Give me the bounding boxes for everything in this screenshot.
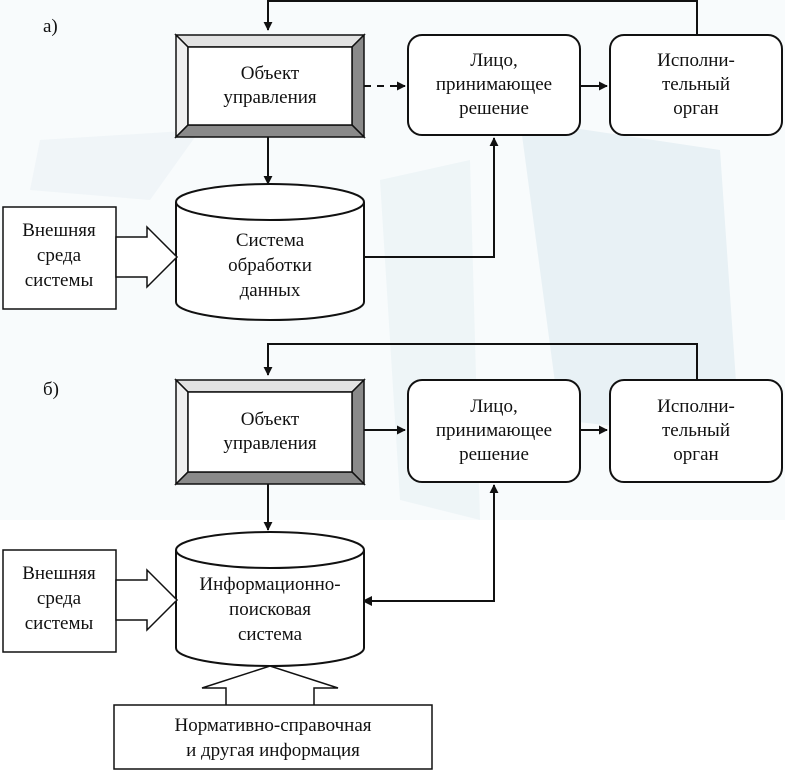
panel-a-decision-line2: принимающее [436,74,552,95]
panel-b-label: б) [43,379,59,400]
panel-a-executor-line3: орган [673,98,718,119]
panel-a-executor-line2: тельный [662,74,730,95]
panel-b-decision-line2: принимающее [436,420,552,441]
panel-a-object-line1: Объект [241,63,300,84]
panel-b-reference-line2: и другая информация [186,740,360,761]
panel-a-object-line2: управления [223,87,317,108]
panel-b-system-line1: Информационно- [199,574,340,595]
panel-b-feedback-arrow [263,343,698,380]
panel-a-label: а) [43,16,58,37]
panel-a-executor-box: Исполни- тельный орган [609,34,783,136]
panel-a-system-line2: обработки [228,255,312,276]
panel-a-decision-box: Лицо, принимающее решение [407,34,581,136]
panel-a-system-line1: Система [236,230,305,251]
panel-b-decision-box: Лицо, принимающее решение [407,379,581,483]
panel-a-env-line2: среда [37,245,82,266]
panel-a-executor-line1: Исполни- [657,50,735,71]
panel-a-system-to-decision-arrow [364,137,499,258]
panel-b-system-cylinder: Информационно- поисковая система [175,531,365,667]
panel-b-decision-line1: Лицо, [470,396,517,417]
panel-b-reference-block-arrow [201,665,339,707]
panel-b-system-line3: система [238,624,303,645]
panel-b-env-line2: среда [37,588,82,609]
panel-b-reference-line1: Нормативно-справочная [175,715,372,736]
panel-b-env-line3: системы [25,613,94,634]
panel-b-env-block-arrow [115,568,179,632]
panel-b-object-line2: управления [223,433,317,454]
panel-b-system-line2: поисковая [229,599,311,620]
panel-a-env-block-arrow [115,225,179,289]
panel-b-executor-box: Исполни- тельный орган [609,379,783,483]
panel-b-object-box: Объект управления [174,378,366,486]
panel-b-object-line1: Объект [241,409,300,430]
panel-b-bidirectional-arrowhead [362,596,372,606]
panel-b-executor-line3: орган [673,444,718,465]
panel-b-system-decision-bidirectional-arrow [367,484,499,602]
panel-a-env-box: Внешняя среда системы [2,206,117,310]
panel-b-env-box: Внешняя среда системы [2,549,117,653]
panel-a-system-cylinder: Система обработки данных [175,183,365,321]
panel-a-decision-line3: решение [459,98,529,119]
panel-b-executor-line2: тельный [662,420,730,441]
panel-a-env-line3: системы [25,270,94,291]
panel-a-system-line3: данных [240,280,301,301]
panel-a: а) Объект управления Лицо, принимающее р… [2,0,783,321]
panel-a-object-box: Объект управления [174,33,366,139]
panel-b-executor-line1: Исполни- [657,396,735,417]
panel-b-env-line1: Внешняя [22,563,96,584]
panel-a-feedback-arrow [263,0,698,35]
panel-a-env-line1: Внешняя [22,220,96,241]
panel-b-reference-box: Нормативно-справочная и другая информаци… [113,704,433,770]
panel-b-decision-line3: решение [459,444,529,465]
panel-a-decision-line1: Лицо, [470,50,517,71]
panel-b: б) Объект управления Лицо, принимающее р… [2,343,783,770]
